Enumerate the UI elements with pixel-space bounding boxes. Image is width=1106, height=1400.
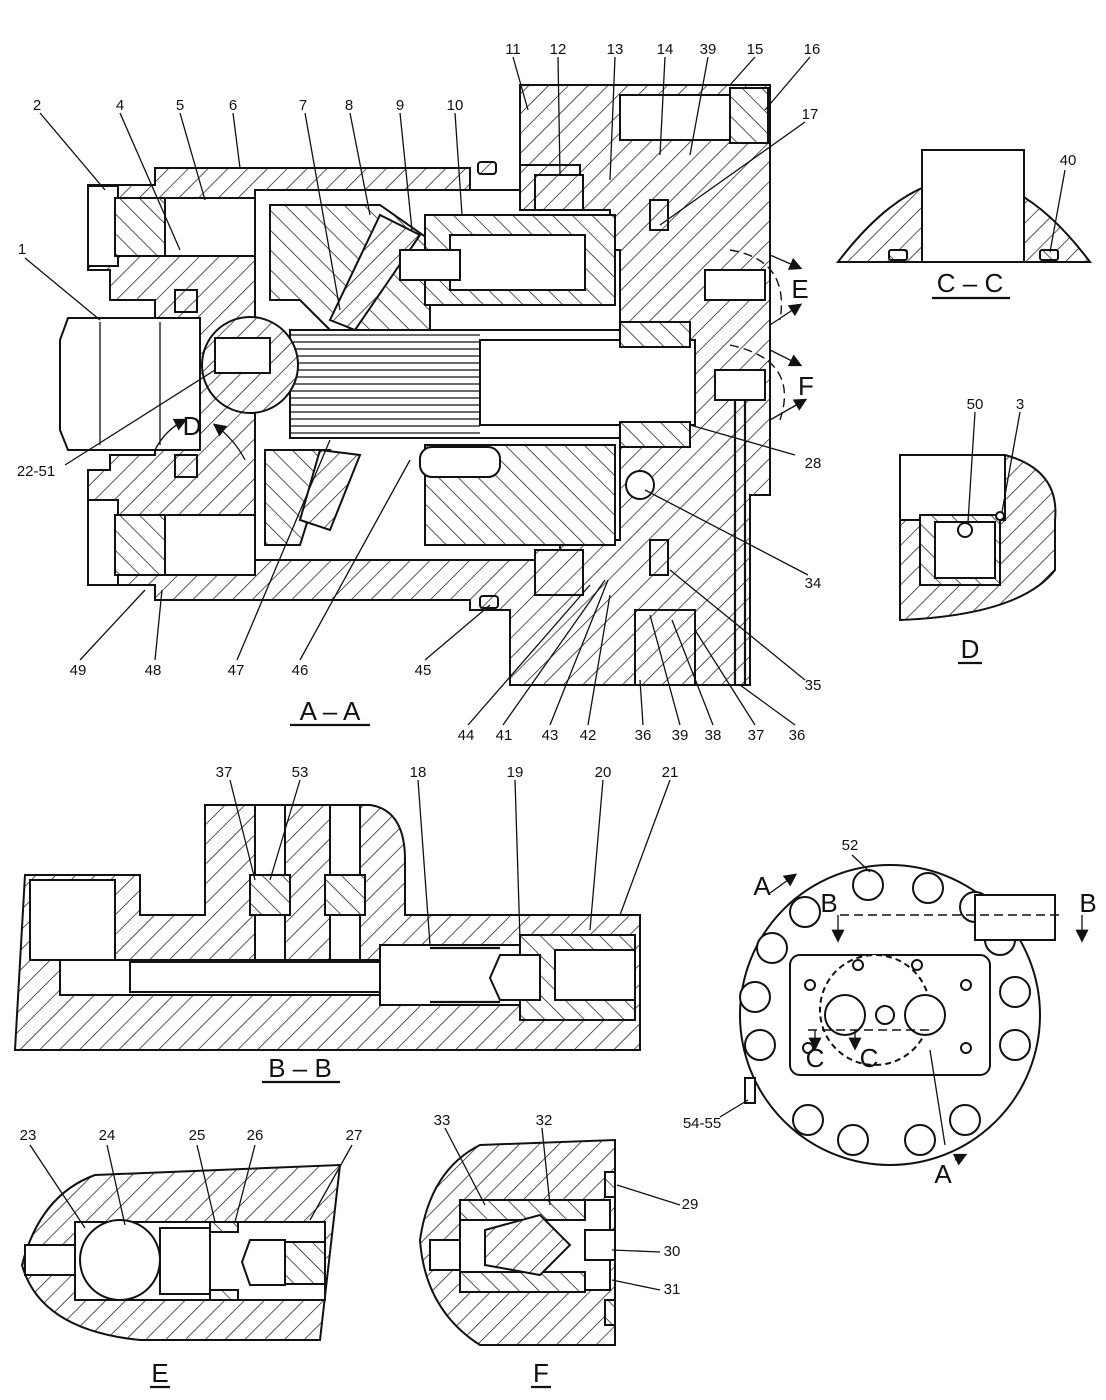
label-20: 20 [595,764,612,781]
section-e-view: 23 24 25 26 27 E [20,1127,363,1389]
label-11: 11 [505,41,521,58]
label-5: 5 [176,97,184,114]
label-8: 8 [345,97,353,114]
section-marker-a-top: A [753,871,771,901]
label-16: 16 [804,41,821,58]
label-27: 27 [346,1127,363,1144]
shaft-splines [290,334,480,434]
label-18: 18 [410,764,427,781]
label-46: 46 [292,662,309,679]
label-32: 32 [536,1112,553,1129]
label-21: 21 [662,764,679,781]
leader-lines-aa [24,56,811,726]
label-13: 13 [607,41,624,58]
label-14: 14 [657,41,674,58]
label-23: 23 [20,1127,37,1144]
label-15: 15 [747,41,764,58]
label-40: 40 [1060,152,1077,169]
section-aa-title: A – A [300,696,361,726]
section-cc-title: C – C [937,268,1003,298]
label-9: 9 [396,97,404,114]
label-47: 47 [228,662,245,679]
section-bb-view: 37 53 18 19 20 21 B – B [13,764,679,1084]
label-12: 12 [550,41,567,58]
label-44: 44 [458,727,475,744]
label-35: 35 [805,677,822,694]
label-45: 45 [415,662,432,679]
label-37: 37 [748,727,765,744]
label-30: 30 [664,1243,681,1260]
label-38: 38 [705,727,722,744]
label-50: 50 [967,396,984,413]
label-17: 17 [802,106,819,123]
label-7: 7 [299,97,307,114]
section-cc-view: 40 C – C [835,149,1092,300]
section-marker-c-left: C [806,1043,825,1073]
label-24: 24 [99,1127,116,1144]
label-34: 34 [805,575,822,592]
label-10: 10 [447,97,464,114]
label-1: 1 [18,241,26,258]
end-view: 52 A B B C C 54-55 A [683,837,1097,1189]
label-54-55: 54-55 [683,1115,721,1132]
label-37-bb: 37 [216,764,233,781]
label-28: 28 [805,455,822,472]
label-49: 49 [70,662,87,679]
label-36-a: 36 [635,727,652,744]
label-25: 25 [189,1127,206,1144]
section-marker-c-right: C [860,1043,879,1073]
detail-e-marker: E [791,274,808,304]
label-48: 48 [145,662,162,679]
label-42: 42 [580,727,597,744]
section-aa-view: 2 4 5 6 7 8 9 10 11 12 13 14 39 15 16 17… [17,41,822,744]
label-22-51: 22-51 [17,463,55,480]
label-39-top: 39 [700,41,717,58]
label-26: 26 [247,1127,264,1144]
label-53: 53 [292,764,309,781]
section-bb-title: B – B [268,1053,332,1083]
section-marker-a-bottom: A [934,1159,952,1189]
label-31: 31 [664,1281,681,1298]
label-52: 52 [842,837,859,854]
label-29: 29 [682,1196,699,1213]
label-33: 33 [434,1112,451,1129]
section-d-title: D [961,634,980,664]
label-19: 19 [507,764,524,781]
label-43: 43 [542,727,559,744]
label-39-bottom: 39 [672,727,689,744]
label-2: 2 [33,97,41,114]
detail-f-marker: F [798,371,814,401]
label-36-b: 36 [789,727,806,744]
section-d-view: 50 3 D [899,396,1057,665]
section-marker-b-left: B [820,888,837,918]
label-41: 41 [496,727,513,744]
label-3: 3 [1016,396,1024,413]
label-4: 4 [116,97,124,114]
label-6: 6 [229,97,237,114]
section-f-view: 33 32 29 30 31 F [418,1112,699,1389]
section-marker-b-right: B [1079,888,1096,918]
detail-d-marker: D [183,411,202,441]
section-e-title: E [151,1358,168,1388]
section-f-title: F [533,1358,549,1388]
